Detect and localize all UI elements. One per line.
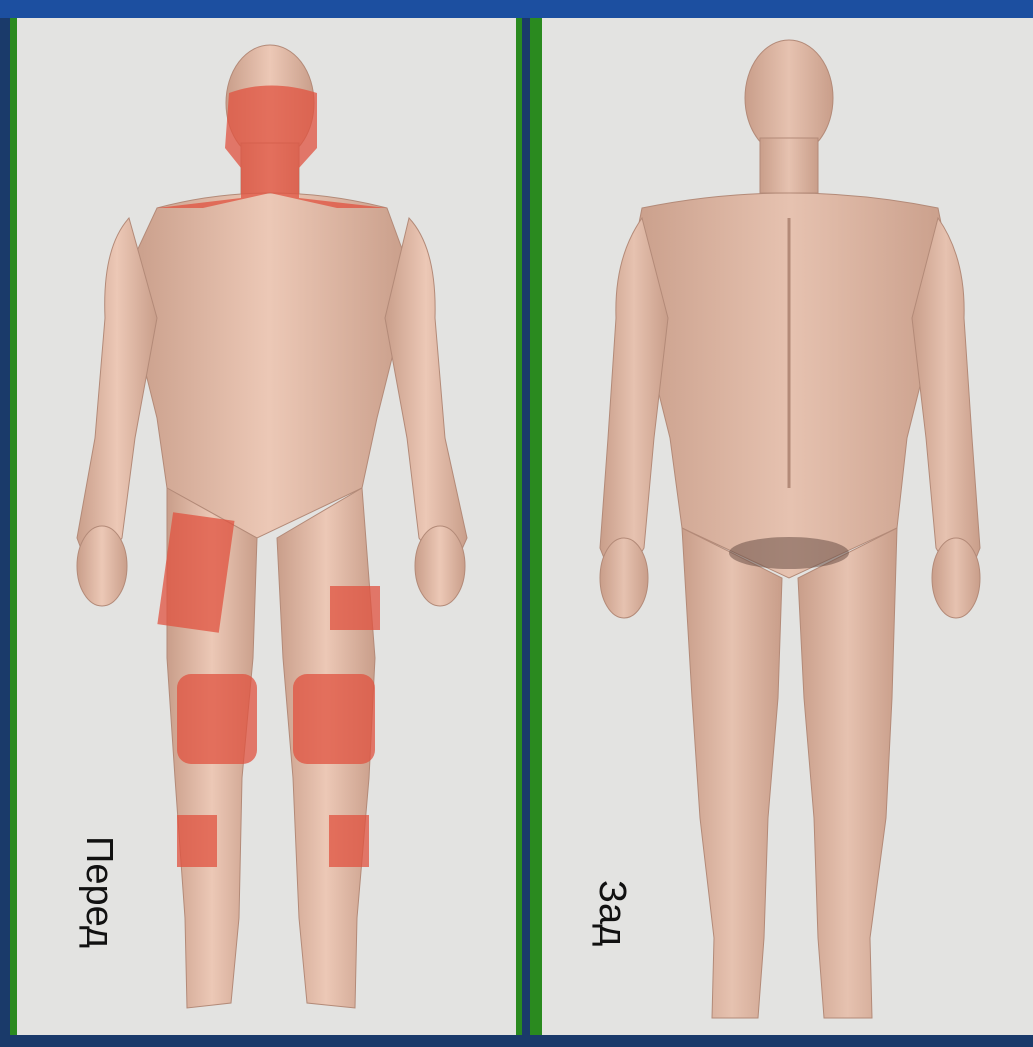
highlight-upper-thigh-left <box>330 586 380 630</box>
highlight-face-neck <box>157 86 387 209</box>
left-hand <box>415 526 465 606</box>
left-arm <box>385 218 467 578</box>
right-hand <box>77 526 127 606</box>
right-leg-back <box>682 528 782 1018</box>
left-leg-back <box>798 528 897 1018</box>
torso <box>129 193 409 538</box>
front-view-panel: Перед <box>10 18 522 1035</box>
highlight-shin-right <box>177 815 217 867</box>
back-view-panel: Зад <box>530 18 1033 1035</box>
back-label: Зад <box>590 880 633 946</box>
neck-back <box>760 138 818 193</box>
front-label: Перед <box>77 836 120 948</box>
left-hand-back <box>932 538 980 618</box>
highlight-knee-left <box>293 674 375 764</box>
highlight-knee-right <box>177 674 257 764</box>
right-hand-back <box>600 538 648 618</box>
gluteal-shadow <box>729 537 849 569</box>
highlight-shin-left <box>329 815 369 867</box>
